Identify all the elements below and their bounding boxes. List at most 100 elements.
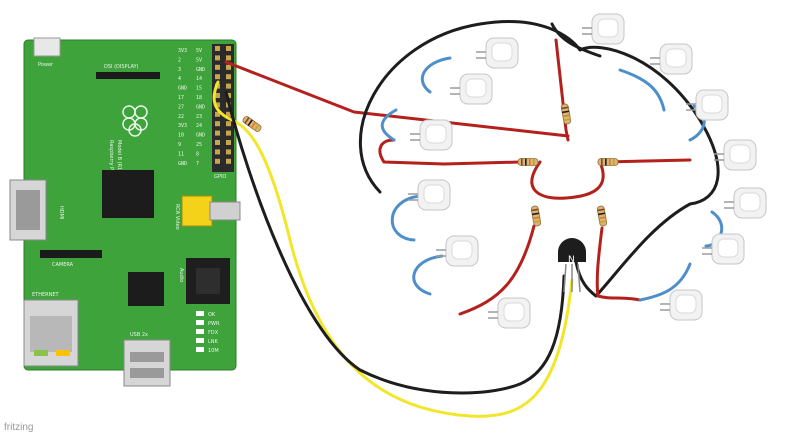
resistors	[242, 103, 619, 227]
resistor	[597, 158, 619, 166]
red-net-lower-left	[458, 224, 536, 316]
gpio-pin	[226, 111, 231, 117]
dsi-label: DSI (DISPLAY)	[104, 64, 139, 70]
transistor: N	[558, 238, 586, 293]
gpio-pin-label-left: GND	[178, 86, 187, 92]
ethernet-label: ETHERNET	[32, 292, 60, 298]
gpio-pin	[215, 55, 220, 61]
gpio-pin	[226, 64, 231, 70]
led	[702, 233, 745, 265]
gpio-pin	[226, 93, 231, 98]
led	[408, 179, 451, 211]
gpio-pin-label-right: 15	[196, 86, 202, 92]
led	[450, 73, 493, 105]
red-5v-wire	[224, 60, 570, 138]
gpio-pin-label-left: 10	[178, 133, 184, 139]
led	[436, 235, 479, 267]
transistor-label: N	[568, 255, 575, 265]
gpio-pin	[226, 158, 231, 164]
gpio-pin	[215, 111, 220, 117]
rca-video-jack	[181, 195, 213, 227]
status-led-label: PWR	[208, 321, 220, 327]
gpio-pin	[215, 46, 220, 51]
gpio-pin-label-right: GND	[196, 133, 205, 139]
gpio-pin	[226, 83, 231, 89]
resistor	[596, 205, 608, 227]
gpio-pin-label-left: 2	[178, 57, 181, 63]
status-led	[196, 329, 204, 334]
resistor	[517, 158, 539, 166]
led	[660, 289, 703, 321]
gpio-pin-label-left: 22	[178, 114, 184, 120]
led	[582, 13, 625, 45]
gpio-pin-label-left: 3V3	[178, 48, 187, 54]
yellow-signal-wire	[212, 80, 574, 418]
gpio-pin-label-left: 3	[178, 67, 181, 73]
gpio-pin	[226, 74, 231, 80]
gpio-pin	[215, 140, 220, 145]
power-label: Power	[38, 62, 54, 68]
led	[488, 297, 531, 329]
gpio-pin	[215, 130, 220, 136]
gpio-pin-label-left: 3V3	[178, 123, 187, 129]
gpio-pin-label-right: 25	[196, 142, 202, 148]
fritzing-watermark: fritzing	[4, 422, 33, 433]
gpio-pin	[215, 158, 220, 164]
usb-label: USB 2x	[130, 332, 148, 338]
gpio-pin	[215, 102, 220, 108]
gpio-pin	[215, 64, 220, 70]
status-led	[196, 311, 204, 316]
gpio-pin	[215, 74, 220, 80]
gpio-pin-label-right: 7	[196, 161, 199, 167]
status-led-label: 10M	[208, 348, 219, 354]
gpio-pin	[226, 140, 231, 145]
gpio-pin-label-right: 18	[196, 95, 202, 101]
resistor	[242, 116, 262, 132]
raspberry-pi-board: Power DSI (DISPLAY) Raspberry Pi Model B…	[9, 37, 241, 387]
gpio-pin	[226, 149, 231, 155]
gpio-pin-label-left: 11	[178, 151, 184, 157]
gpio-pin-label-right: 14	[196, 76, 202, 82]
raspberry-logo	[122, 105, 148, 137]
led	[476, 37, 519, 69]
power-connector	[33, 37, 61, 57]
gpio-pin	[226, 55, 231, 61]
gpio-pin-label-right: GND	[196, 67, 205, 73]
rca-label: RCA Video	[174, 204, 180, 230]
usb-controller-chip	[128, 272, 164, 306]
dsi-connector	[96, 72, 160, 79]
led	[650, 43, 693, 75]
gpio-pin	[226, 130, 231, 136]
wires	[212, 19, 720, 418]
soc-chip	[102, 170, 154, 218]
gpio-pin	[226, 46, 231, 51]
camera-connector	[40, 250, 102, 258]
red-net-loop	[530, 160, 605, 200]
status-led	[196, 347, 204, 352]
gpio-pin-label-left: 27	[178, 104, 184, 110]
hdmi-label: HDMI	[58, 206, 64, 219]
gpio-pin-label-right: 23	[196, 114, 202, 120]
status-led	[196, 320, 204, 325]
gpio-pin-label-left: 9	[178, 142, 181, 148]
gpio-pin-label-right: 8	[196, 151, 199, 157]
model-name: Raspberry Pi	[108, 140, 114, 171]
gpio-pin	[226, 121, 231, 127]
usb-ports	[123, 339, 171, 387]
red-net-vertical	[554, 38, 570, 142]
black-led-loop-wire	[359, 19, 720, 298]
gpio-label: GPIO	[214, 174, 226, 180]
gpio-pin-label-right: GND	[196, 104, 205, 110]
resistor	[560, 103, 572, 125]
model-revision: Model B (R1)	[116, 140, 122, 172]
gpio-pin	[215, 121, 220, 127]
status-led-label: OK	[208, 312, 216, 318]
audio-label: Audio	[178, 268, 184, 282]
led	[724, 187, 767, 219]
gpio-pin-label-left: 4	[178, 76, 181, 82]
blue-led-connectors	[380, 56, 724, 302]
black-led-loop-inner	[550, 22, 602, 58]
